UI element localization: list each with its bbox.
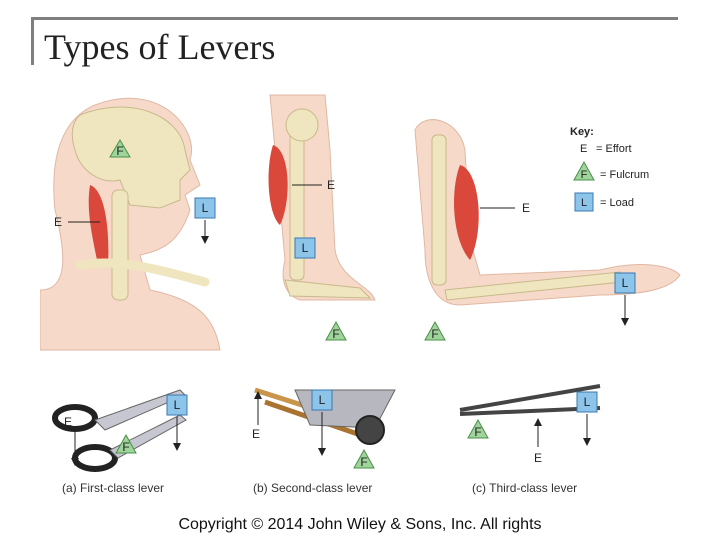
tweezers-fulcrum-marker <box>467 418 489 439</box>
wheelbarrow-fulcrum-marker <box>353 448 375 469</box>
key-title: Key: <box>570 126 594 138</box>
key-fulcrum-symbol: F <box>581 169 588 181</box>
load-label: L <box>302 241 309 255</box>
load-label: L <box>202 201 209 215</box>
effort-label: E <box>64 415 72 429</box>
scissors-handle-top <box>52 404 98 432</box>
slide-title: Types of Levers <box>44 27 276 67</box>
tweezers-load-marker <box>576 391 598 413</box>
lever-figure: F E L E L F E L F Key: E = Effort F = Fu… <box>40 94 681 495</box>
fulcrum-label: F <box>332 327 339 341</box>
load-label: L <box>622 276 629 290</box>
key-legend: Key: E = Effort F = Fulcrum L = Load <box>570 126 649 212</box>
key-load-symbol: L <box>581 197 587 209</box>
title-frame-left-line <box>31 17 34 65</box>
key-fulcrum-text: = Fulcrum <box>600 169 649 181</box>
effort-label: E <box>534 451 542 465</box>
arm-fulcrum-marker: F <box>424 320 446 341</box>
biceps-muscle <box>454 165 479 260</box>
calf-muscle <box>268 145 288 225</box>
foot-fulcrum-marker: F <box>325 320 347 341</box>
load-label: L <box>319 393 326 407</box>
key-load-icon <box>574 192 594 212</box>
knee-joint <box>285 108 319 142</box>
fulcrum-label: F <box>431 327 438 341</box>
scissors-fulcrum-marker <box>115 433 137 454</box>
cervical-spine <box>111 189 129 301</box>
title-frame-top-line <box>32 17 678 20</box>
wheelbarrow-load-marker <box>311 389 333 411</box>
fulcrum-label: F <box>474 425 481 439</box>
scissors-handle-bottom <box>72 444 118 472</box>
neck-muscle <box>88 185 109 265</box>
key-fulcrum-icon <box>573 160 595 181</box>
caption-first-class: (a) First-class lever <box>62 481 164 495</box>
panel-arm <box>414 119 681 306</box>
fulcrum-label: F <box>360 455 367 469</box>
foot-load-marker: L <box>294 237 316 259</box>
caption-second-class: (b) Second-class lever <box>253 481 372 495</box>
skull-shape <box>71 106 191 209</box>
effort-label: E <box>54 215 62 229</box>
clavicle-bone <box>75 258 210 287</box>
head-load-marker: L <box>194 197 216 219</box>
effort-label: E <box>327 178 335 192</box>
copyright-notice: Copyright © 2014 John Wiley & Sons, Inc.… <box>178 516 542 533</box>
fulcrum-label: F <box>116 144 123 158</box>
key-effort-text: = Effort <box>596 143 632 155</box>
humerus-bone <box>431 134 447 286</box>
key-load-text: = Load <box>600 197 634 209</box>
scissors-load-marker <box>166 394 188 416</box>
head-fulcrum-marker: F <box>109 139 131 158</box>
panel-head-neck <box>40 97 221 351</box>
arm-load-marker: L <box>614 272 636 294</box>
key-effort-symbol: E <box>580 143 587 155</box>
effort-label: E <box>252 427 260 441</box>
wheelbarrow-wheel <box>355 415 385 445</box>
fulcrum-label: F <box>122 440 129 454</box>
effort-label: E <box>522 201 530 215</box>
wheelbarrow-diagram: L E F <box>252 387 396 469</box>
tweezers-arm-top <box>459 384 601 412</box>
load-label: L <box>584 395 591 409</box>
load-label: L <box>174 398 181 412</box>
caption-third-class: (c) Third-class lever <box>472 481 577 495</box>
foot-bones <box>284 279 372 299</box>
panel-foot <box>268 94 376 301</box>
tweezers-diagram: L F E <box>459 384 601 465</box>
scissors-diagram: L F E <box>52 389 188 472</box>
